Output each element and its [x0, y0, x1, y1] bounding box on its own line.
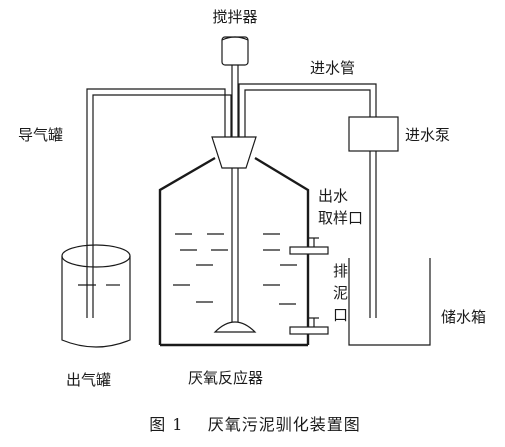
inlet-pump: [348, 116, 399, 152]
stirrer-shaft: [231, 65, 239, 328]
gas-tank-label: 出气罐: [66, 371, 111, 389]
outlet-sampling-label-2: 取样口: [318, 209, 363, 227]
sludge-outlet-label-1: 排: [333, 262, 348, 280]
stirrer-motor: [221, 36, 249, 66]
sludge-outlet-label-2: 泥: [333, 284, 348, 302]
outlet-sampling-label-1: 出水: [318, 187, 348, 205]
gas-pipe: [86, 88, 232, 318]
figure-caption: 图 1 厌氧污泥驯化装置图: [149, 415, 361, 434]
stirrer-label: 搅拌器: [212, 8, 257, 26]
sludge-outlet-label-3: 口: [333, 306, 348, 324]
gas-pipe-label: 导气罐: [18, 126, 63, 144]
inlet-pipe-label: 进水管: [310, 59, 355, 77]
inlet-pipe: [238, 83, 377, 318]
inlet-pump-label: 进水泵: [405, 126, 450, 144]
sludge-discharge-port: [289, 317, 329, 335]
outlet-sampling-port: [289, 237, 329, 255]
reactor-vessel: [158, 156, 310, 347]
storage-tank: [348, 258, 431, 346]
gas-tank: [61, 244, 131, 348]
storage-tank-label: 储水箱: [441, 308, 486, 326]
reactor-label: 厌氧反应器: [188, 369, 263, 387]
reactor-stopper: [211, 136, 257, 169]
stirrer-impeller: [213, 321, 257, 333]
reactor-liquid-marks: [173, 233, 297, 305]
